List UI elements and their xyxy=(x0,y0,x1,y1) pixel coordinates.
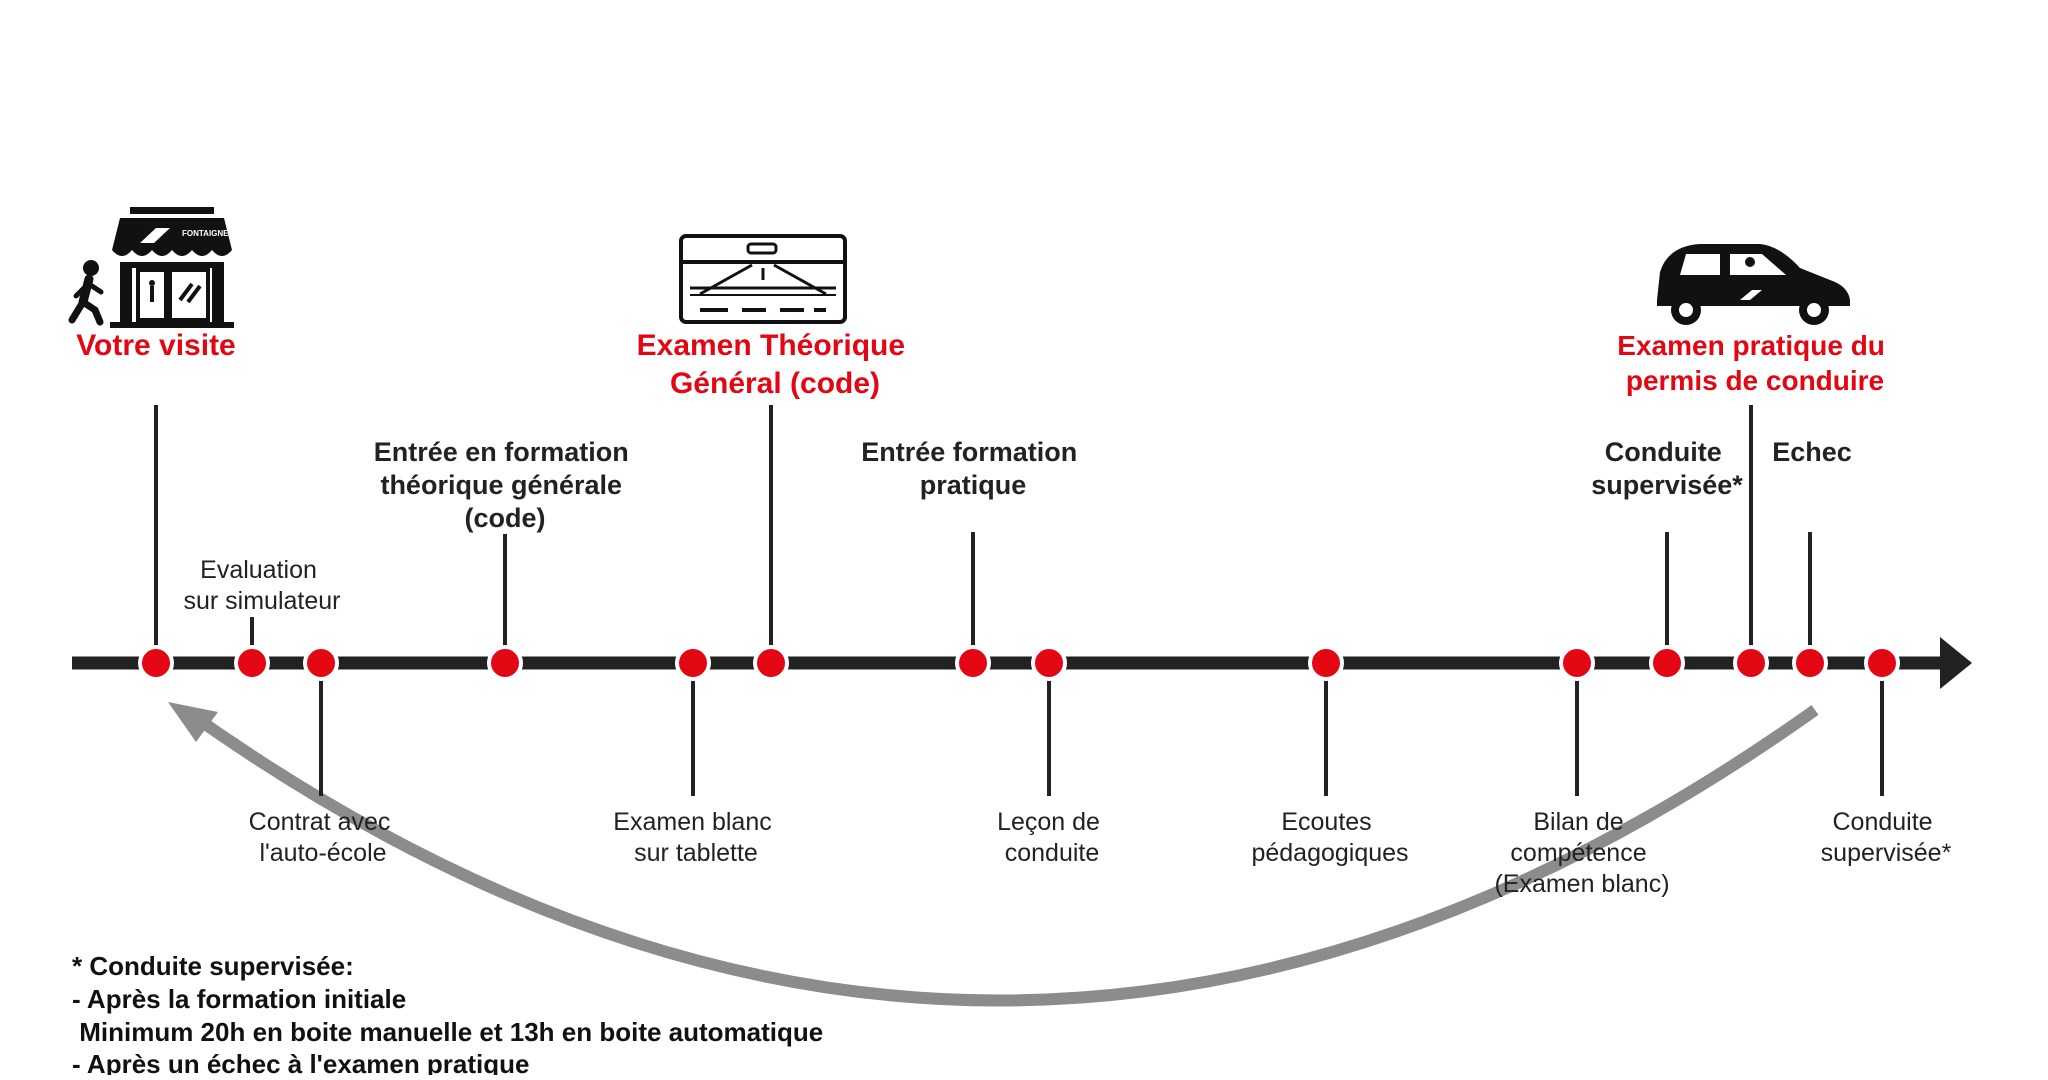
footnote: * Conduite supervisée: - Après la format… xyxy=(72,951,830,1075)
code-exam-label: Examen Théorique Général (code) xyxy=(637,329,914,400)
marker-mock-tablet xyxy=(675,645,711,681)
car-icon xyxy=(1657,244,1850,325)
connector-lines xyxy=(154,405,1884,796)
walking-person-icon xyxy=(68,260,104,326)
theory-entry-label: Entrée en formation théorique générale (… xyxy=(374,437,637,533)
road-screen-icon xyxy=(679,234,847,324)
timeline-arrowhead xyxy=(1940,637,1972,689)
return-arrow-curve xyxy=(184,705,1819,1007)
contract-label: Contrat avec l'auto-école xyxy=(249,808,398,867)
marker-practical-exam xyxy=(1733,645,1769,681)
storefront-icon: FONTAIGNE xyxy=(110,207,234,328)
practice-entry-label: Entrée formation pratique xyxy=(861,437,1085,500)
marker-assessment xyxy=(1559,645,1595,681)
return-arrow xyxy=(168,702,1819,1007)
failure-label: Echec xyxy=(1772,437,1852,467)
return-arrow-head xyxy=(168,702,218,742)
lesson-label: Leçon de conduite xyxy=(997,808,1107,867)
listening-label: Ecoutes pédagogiques xyxy=(1251,808,1408,867)
storefront-sign: FONTAIGNE xyxy=(182,229,229,238)
marker-listening xyxy=(1308,645,1344,681)
marker-code-exam xyxy=(753,645,789,681)
marker-contract xyxy=(303,645,339,681)
supervised-before-label: Conduite supervisée* xyxy=(1591,437,1743,500)
mock-tablet-label: Examen blanc sur tablette xyxy=(613,808,778,867)
marker-failure xyxy=(1792,645,1828,681)
marker-visit xyxy=(138,645,174,681)
practical-exam-label: Examen pratique du permis de conduire xyxy=(1617,330,1892,396)
timeline-axis xyxy=(72,637,1972,689)
assessment-label: Bilan de compétence (Examen blanc) xyxy=(1494,808,1669,898)
marker-supervised-before xyxy=(1649,645,1685,681)
marker-theory-entry xyxy=(487,645,523,681)
marker-lesson xyxy=(1031,645,1067,681)
supervised-after-label: Conduite supervisée* xyxy=(1821,808,1952,867)
marker-supervised-after xyxy=(1864,645,1900,681)
marker-evaluation xyxy=(234,645,270,681)
visit-label: Votre visite xyxy=(76,329,236,362)
marker-practice-entry xyxy=(955,645,991,681)
timeline-markers xyxy=(138,645,1900,681)
evaluation-label: Evaluation sur simulateur xyxy=(184,556,341,615)
